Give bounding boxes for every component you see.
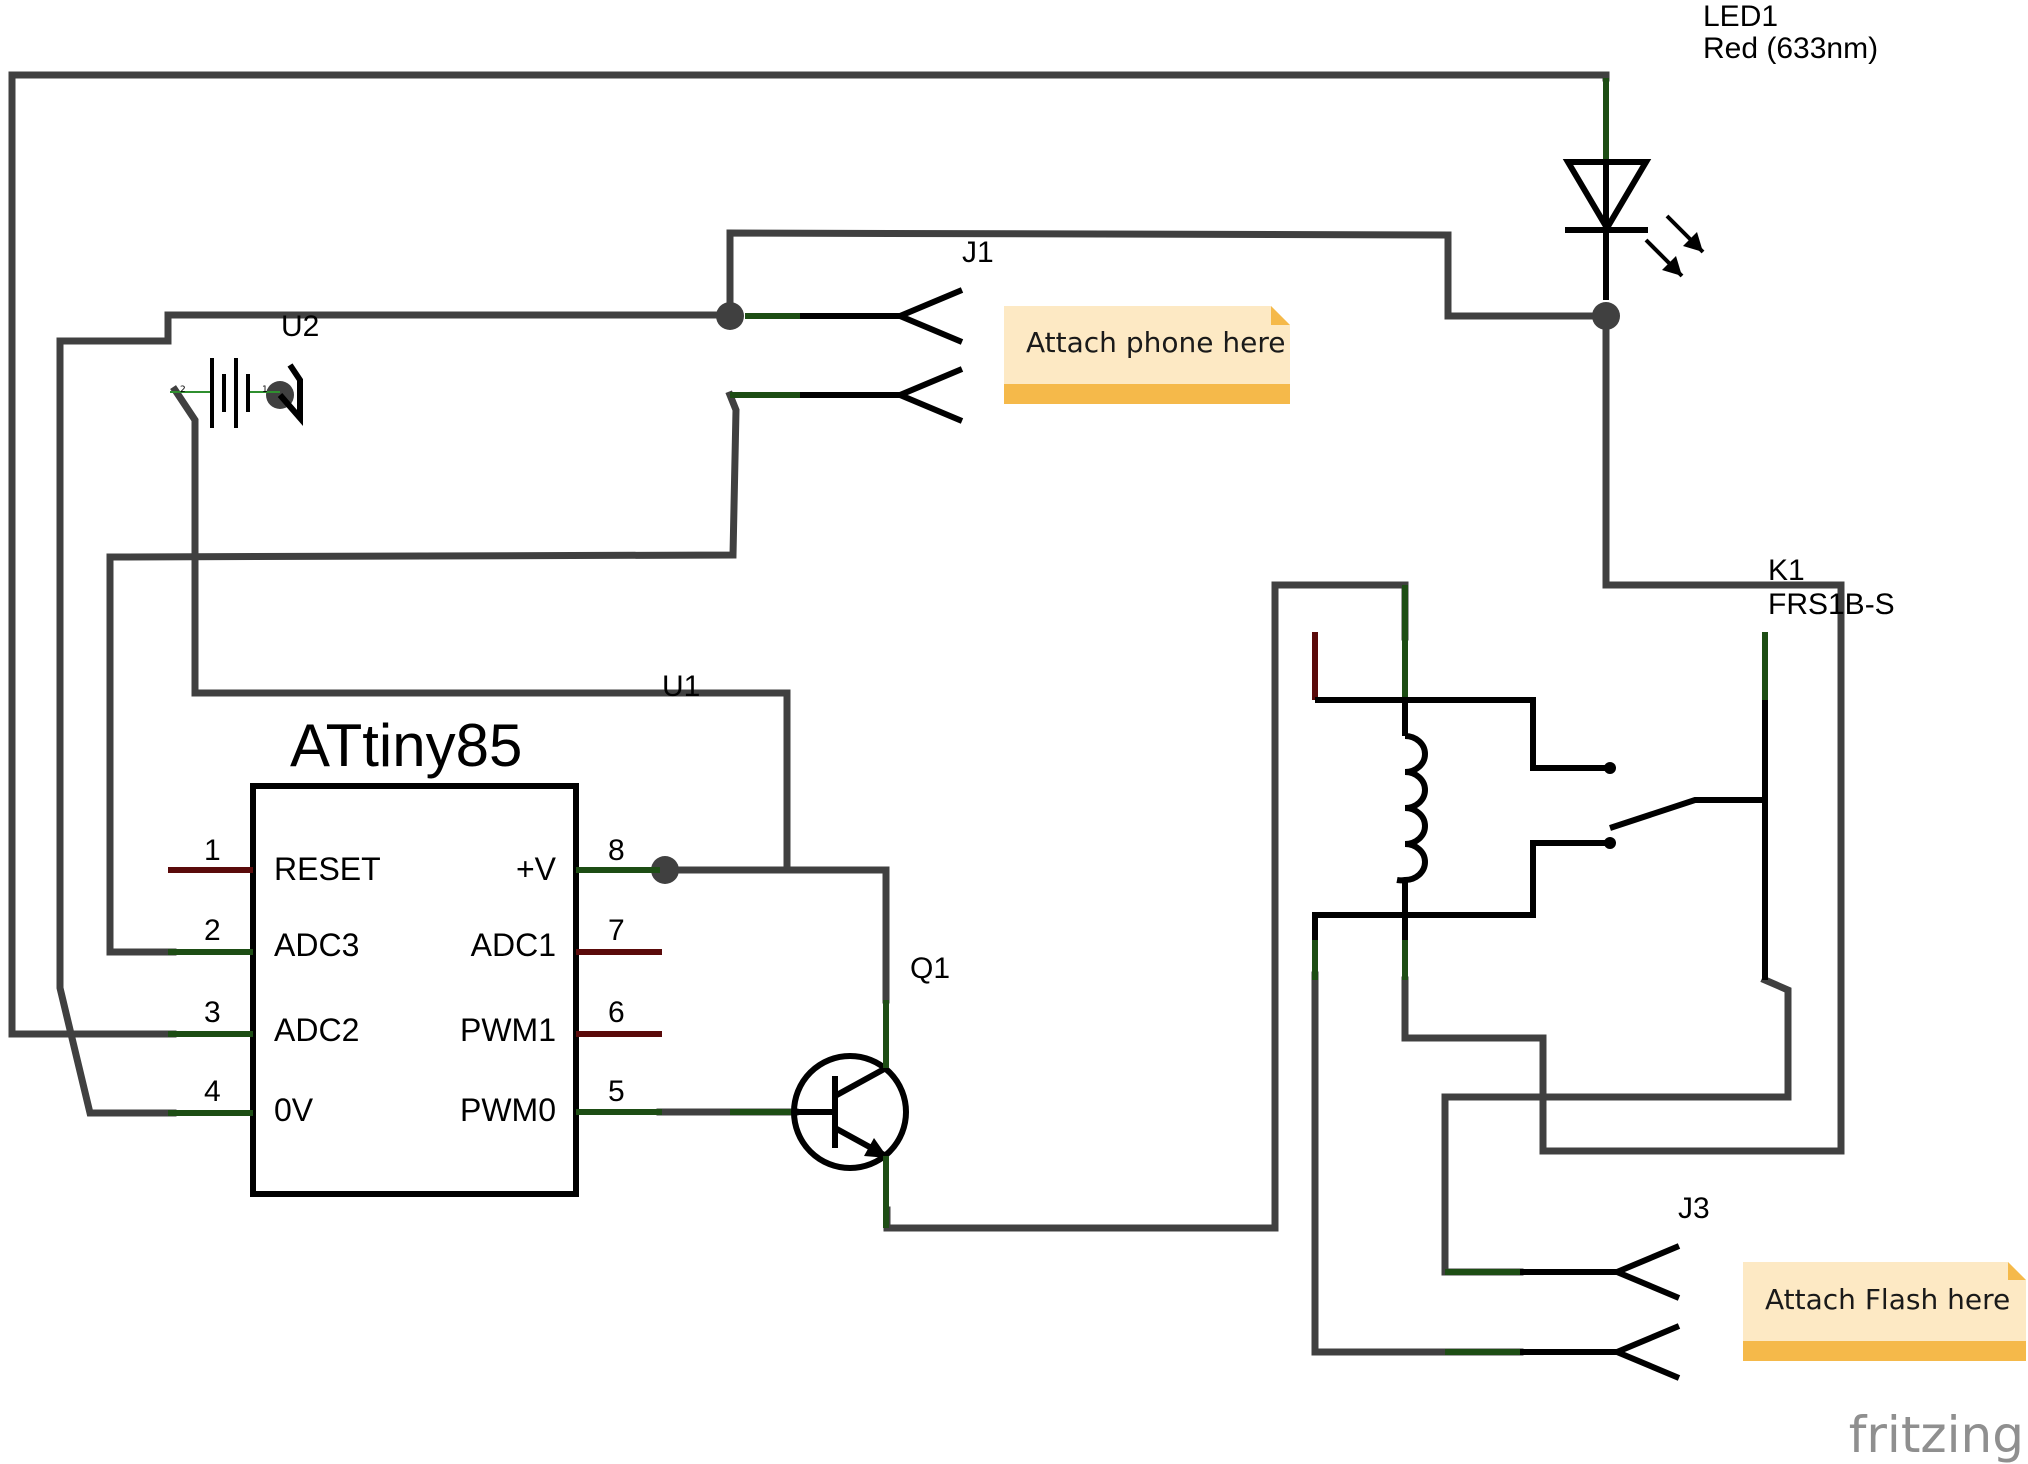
wire-battery-adc2[interactable] — [56, 311, 294, 1117]
transistor-q1[interactable]: Q1 — [730, 952, 950, 1228]
relay-no-lead — [1312, 840, 1610, 975]
led-value-label: Red (633nm) — [1703, 32, 1878, 65]
mcu-title: ATtiny85 — [290, 712, 522, 779]
pin-8-number: 8 — [608, 834, 625, 867]
j1-prong-top — [892, 287, 964, 345]
jack-j1[interactable]: J1 — [730, 236, 994, 424]
j3-ref-label: J3 — [1678, 1192, 1710, 1225]
mcu-ref-label: U1 — [662, 670, 700, 703]
jack-j3[interactable]: J3 — [1445, 1192, 1710, 1381]
pin-7-number: 7 — [608, 914, 625, 947]
pin-2-name: ADC3 — [274, 927, 359, 963]
note-phone-text: Attach phone here — [1026, 326, 1285, 359]
note-fold — [2008, 1262, 2026, 1280]
mcu-body — [250, 783, 579, 1197]
junction-dot — [651, 856, 679, 884]
pin-5-number: 5 — [608, 1075, 625, 1108]
wire-relay-loop[interactable] — [1401, 312, 1845, 1155]
wire-j1-top-led[interactable] — [726, 229, 1610, 320]
q1-collector — [833, 1065, 888, 1099]
note-flash-text: Attach Flash here — [1765, 1283, 2010, 1316]
wire-relay-j3-top[interactable] — [1441, 975, 1792, 1276]
note-bar — [1004, 384, 1290, 404]
note-body — [1004, 306, 1290, 384]
note-flash[interactable]: Attach Flash here — [1743, 1262, 2026, 1361]
pin-4-name: 0V — [274, 1092, 314, 1128]
relay-value-label: FRS1B-S — [1768, 588, 1895, 621]
pin-3-number: 3 — [204, 996, 221, 1029]
pin-8-name: +V — [516, 851, 557, 887]
junctions — [266, 302, 1620, 884]
wires — [8, 71, 1845, 1356]
j1-ref-label: J1 — [962, 236, 994, 269]
q1-emitter-arrow — [864, 1138, 888, 1158]
relay-nc-contact — [1604, 762, 1616, 774]
note-bar — [1743, 1341, 2026, 1361]
battery-pin-label-right: 1 — [262, 385, 268, 395]
led-triangle — [1562, 159, 1652, 234]
junction-dot — [716, 302, 744, 330]
pin-2-number: 2 — [204, 914, 221, 947]
q1-body — [791, 1053, 909, 1171]
relay-nc-lead — [1315, 697, 1610, 771]
wire-vcc-q1[interactable] — [660, 866, 890, 1004]
note-fold — [1271, 306, 1290, 325]
j1-prong-bottom — [892, 366, 964, 424]
relay-switch-arm — [1609, 797, 1765, 831]
junction-dot — [1592, 302, 1620, 330]
led-ref-label: LED1 — [1703, 0, 1778, 33]
relay-ref-label: K1 — [1768, 554, 1805, 587]
j3-prong-bottom — [1609, 1323, 1681, 1381]
j3-prong-top — [1609, 1243, 1681, 1301]
pin-3-name: ADC2 — [274, 1012, 359, 1048]
wire-relay-coil-top[interactable] — [883, 581, 1409, 1232]
note-body — [1743, 1262, 2026, 1341]
pin-4-number: 4 — [204, 1075, 221, 1108]
battery-ref-label: U2 — [281, 310, 319, 343]
pin-6-number: 6 — [608, 996, 625, 1029]
mcu-u1[interactable]: ATtiny85 U1 1 RESET 2 ADC3 3 ADC2 4 0V 8… — [168, 670, 700, 1197]
pin-5-name: PWM0 — [460, 1092, 556, 1128]
note-phone[interactable]: Attach phone here — [1004, 306, 1290, 404]
pin-1-number: 1 — [204, 834, 221, 867]
pin-1-name: RESET — [274, 851, 381, 887]
wire-j1-bottom-adc3[interactable] — [106, 390, 740, 956]
relay-k1[interactable]: K1 FRS1B-S — [1312, 554, 1895, 980]
wire-led-top[interactable] — [8, 71, 1610, 1038]
led-emission-arrows — [1644, 214, 1705, 278]
fritzing-logo: fritzing — [1849, 1406, 2024, 1464]
pin-7-name: ADC1 — [471, 927, 556, 963]
battery-pin-label-left: 2 — [180, 385, 186, 395]
relay-coil — [1396, 733, 1428, 884]
q1-ref-label: Q1 — [910, 952, 950, 985]
battery-u2[interactable]: 2 1 U2 — [170, 310, 319, 428]
led1[interactable]: LED1 Red (633nm) — [1562, 0, 1878, 300]
battery-bracket — [277, 363, 303, 427]
wire-battery-vcc[interactable] — [170, 385, 791, 874]
pin-6-name: PWM1 — [460, 1012, 556, 1048]
relay-no-contact — [1604, 837, 1616, 849]
wire-relay-j3-bottom[interactable] — [1311, 971, 1524, 1356]
